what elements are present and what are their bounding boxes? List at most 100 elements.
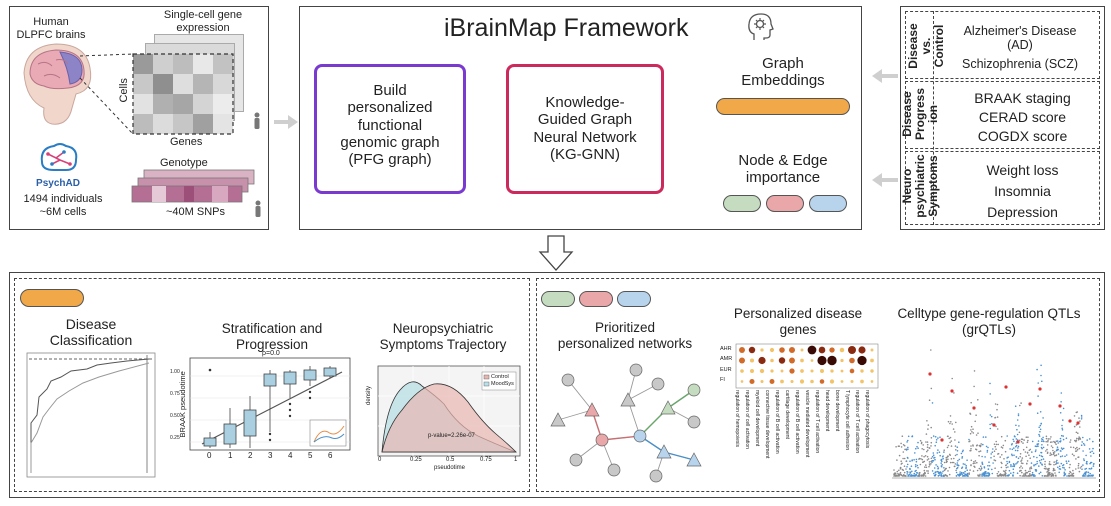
manhattan-point <box>1083 444 1086 446</box>
manhattan-point <box>906 471 909 473</box>
manhattan-point <box>982 436 985 438</box>
manhattan-point <box>1005 469 1007 472</box>
manhattan-point <box>958 441 960 443</box>
manhattan-point <box>939 454 941 457</box>
manhattan-point <box>1058 465 1061 468</box>
dotplot-row-label: AHR <box>720 346 732 352</box>
manhattan-point <box>933 474 936 477</box>
phenotype-weight-loss: Weight loss <box>986 162 1059 178</box>
manhattan-point <box>907 448 909 450</box>
manhattan-point <box>977 399 979 401</box>
manhattan-point <box>926 443 929 446</box>
manhattan-point <box>972 462 975 465</box>
manhattan-point <box>995 425 997 428</box>
manhattan-point <box>1020 402 1022 404</box>
manhattan-point <box>1027 436 1029 438</box>
manhattan-point <box>901 435 904 437</box>
manhattan-point <box>1020 465 1022 467</box>
manhattan-point <box>918 474 921 477</box>
manhattan-point <box>948 473 951 476</box>
dotplot-dot <box>789 368 795 374</box>
manhattan-point <box>1017 447 1019 449</box>
manhattan-point <box>922 461 925 463</box>
manhattan-point <box>961 466 964 468</box>
personalized-network-graph <box>550 363 702 483</box>
manhattan-point <box>1006 435 1008 437</box>
manhattan-point <box>894 475 897 477</box>
manhattan-point <box>935 439 938 441</box>
manhattan-point <box>1038 472 1041 475</box>
manhattan-point <box>1081 475 1084 477</box>
manhattan-point <box>899 468 902 470</box>
manhattan-point <box>931 470 934 472</box>
manhattan-point <box>1048 461 1051 463</box>
manhattan-point <box>1082 450 1084 452</box>
manhattan-point <box>989 427 992 430</box>
manhattan-point <box>1043 440 1045 443</box>
manhattan-point <box>956 453 958 456</box>
manhattan-point <box>1047 472 1050 474</box>
manhattan-highlight <box>972 406 976 410</box>
manhattan-point <box>1041 438 1044 441</box>
importance-pill-green <box>723 195 761 212</box>
manhattan-point <box>1011 454 1013 457</box>
manhattan-point <box>895 446 897 448</box>
output-pill-green <box>541 291 575 307</box>
manhattan-point <box>923 474 925 476</box>
manhattan-point <box>1027 439 1029 442</box>
density-xtick: 1 <box>514 457 518 463</box>
brain-zoom-lines <box>79 53 134 135</box>
manhattan-point <box>927 424 930 426</box>
manhattan-point <box>1017 460 1019 463</box>
manhattan-point <box>906 456 909 459</box>
manhattan-point <box>955 469 957 472</box>
manhattan-point <box>1060 392 1063 394</box>
kggnn-label: Knowledge- Guided Graph Neural Network (… <box>533 94 637 163</box>
manhattan-point <box>941 464 943 466</box>
manhattan-point <box>943 467 945 469</box>
dotplot-dot <box>810 369 814 373</box>
manhattan-point <box>1022 442 1024 444</box>
brain-label: Human DLPFC brains <box>16 16 86 41</box>
manhattan-point <box>934 436 937 438</box>
manhattan-point <box>1057 466 1059 469</box>
manhattan-point <box>926 470 928 472</box>
manhattan-point <box>1013 435 1016 437</box>
manhattan-point <box>1090 461 1092 464</box>
manhattan-point <box>1084 473 1087 475</box>
manhattan-point <box>940 475 943 477</box>
manhattan-point <box>1049 473 1051 476</box>
manhattan-point <box>1031 473 1034 476</box>
manhattan-point <box>973 385 975 388</box>
boxplot-ytick: 0.25 <box>170 435 180 441</box>
manhattan-point <box>915 473 918 476</box>
manhattan-point <box>975 444 978 447</box>
manhattan-point <box>1007 456 1009 458</box>
manhattan-point <box>1085 467 1088 470</box>
manhattan-point <box>914 452 916 454</box>
manhattan-point <box>1020 440 1023 443</box>
manhattan-point <box>1039 462 1042 464</box>
manhattan-point <box>954 445 957 447</box>
manhattan-point <box>961 456 964 458</box>
neuro-trajectory-title: Neuropsychiatric Symptoms Trajectory <box>379 321 507 352</box>
manhattan-point <box>975 448 978 451</box>
manhattan-point <box>986 449 989 452</box>
manhattan-point <box>1021 467 1024 469</box>
manhattan-point <box>988 465 991 467</box>
manhattan-point <box>962 449 964 452</box>
manhattan-point <box>1012 465 1014 468</box>
manhattan-point <box>965 466 967 469</box>
manhattan-point <box>919 463 922 466</box>
manhattan-point <box>954 439 956 441</box>
manhattan-point <box>1075 450 1078 452</box>
manhattan-point <box>935 441 938 443</box>
manhattan-point <box>969 432 972 435</box>
manhattan-point <box>979 469 982 471</box>
manhattan-point <box>917 447 919 449</box>
manhattan-point <box>1076 437 1078 440</box>
manhattan-point <box>926 446 929 448</box>
phenotype-group-progression <box>905 81 1100 149</box>
manhattan-point <box>986 472 989 474</box>
manhattan-point <box>988 461 990 463</box>
